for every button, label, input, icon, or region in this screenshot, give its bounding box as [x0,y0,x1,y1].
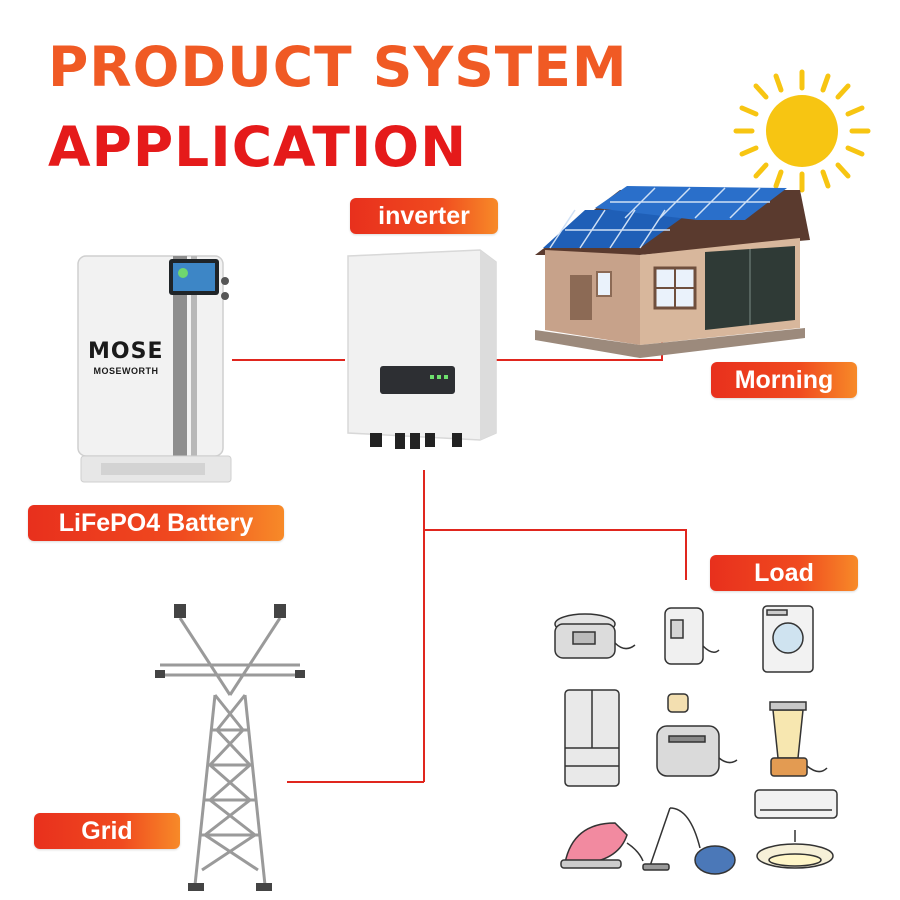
toaster-icon [656,693,738,777]
transmission-tower [155,604,305,891]
blender-icon [769,701,828,777]
fridge-icon [564,689,620,787]
washing-machine-icon [762,605,814,673]
wire-trunk-load [424,529,687,580]
inverter-label: inverter [350,198,498,234]
battery-logo: MOSE [88,339,164,364]
water-kettle-icon [664,607,720,665]
grid-label: Grid [34,813,180,849]
battery-label: LiFePO4 Battery [28,505,284,541]
sun-icon [733,69,871,193]
load-label: Load [710,555,858,591]
battery-brand-name: MOSEWORTH [93,366,159,376]
battery-body [77,255,232,483]
ceiling-lamp-icon [756,830,834,869]
page-title-line-2: APPLICATION [48,115,468,179]
clothes-iron-icon [560,822,644,869]
air-conditioner-icon [754,789,838,819]
solar-house [535,186,810,358]
inverter-unit [347,249,497,449]
vacuum-cleaner-icon [642,807,736,875]
rice-cooker-icon [554,613,636,659]
page-title-line-1: PRODUCT SYSTEM [48,35,628,99]
morning-label: Morning [711,362,857,398]
household-appliances [554,605,838,875]
battery-cabinet: MOSE MOSEWORTH [73,251,236,484]
